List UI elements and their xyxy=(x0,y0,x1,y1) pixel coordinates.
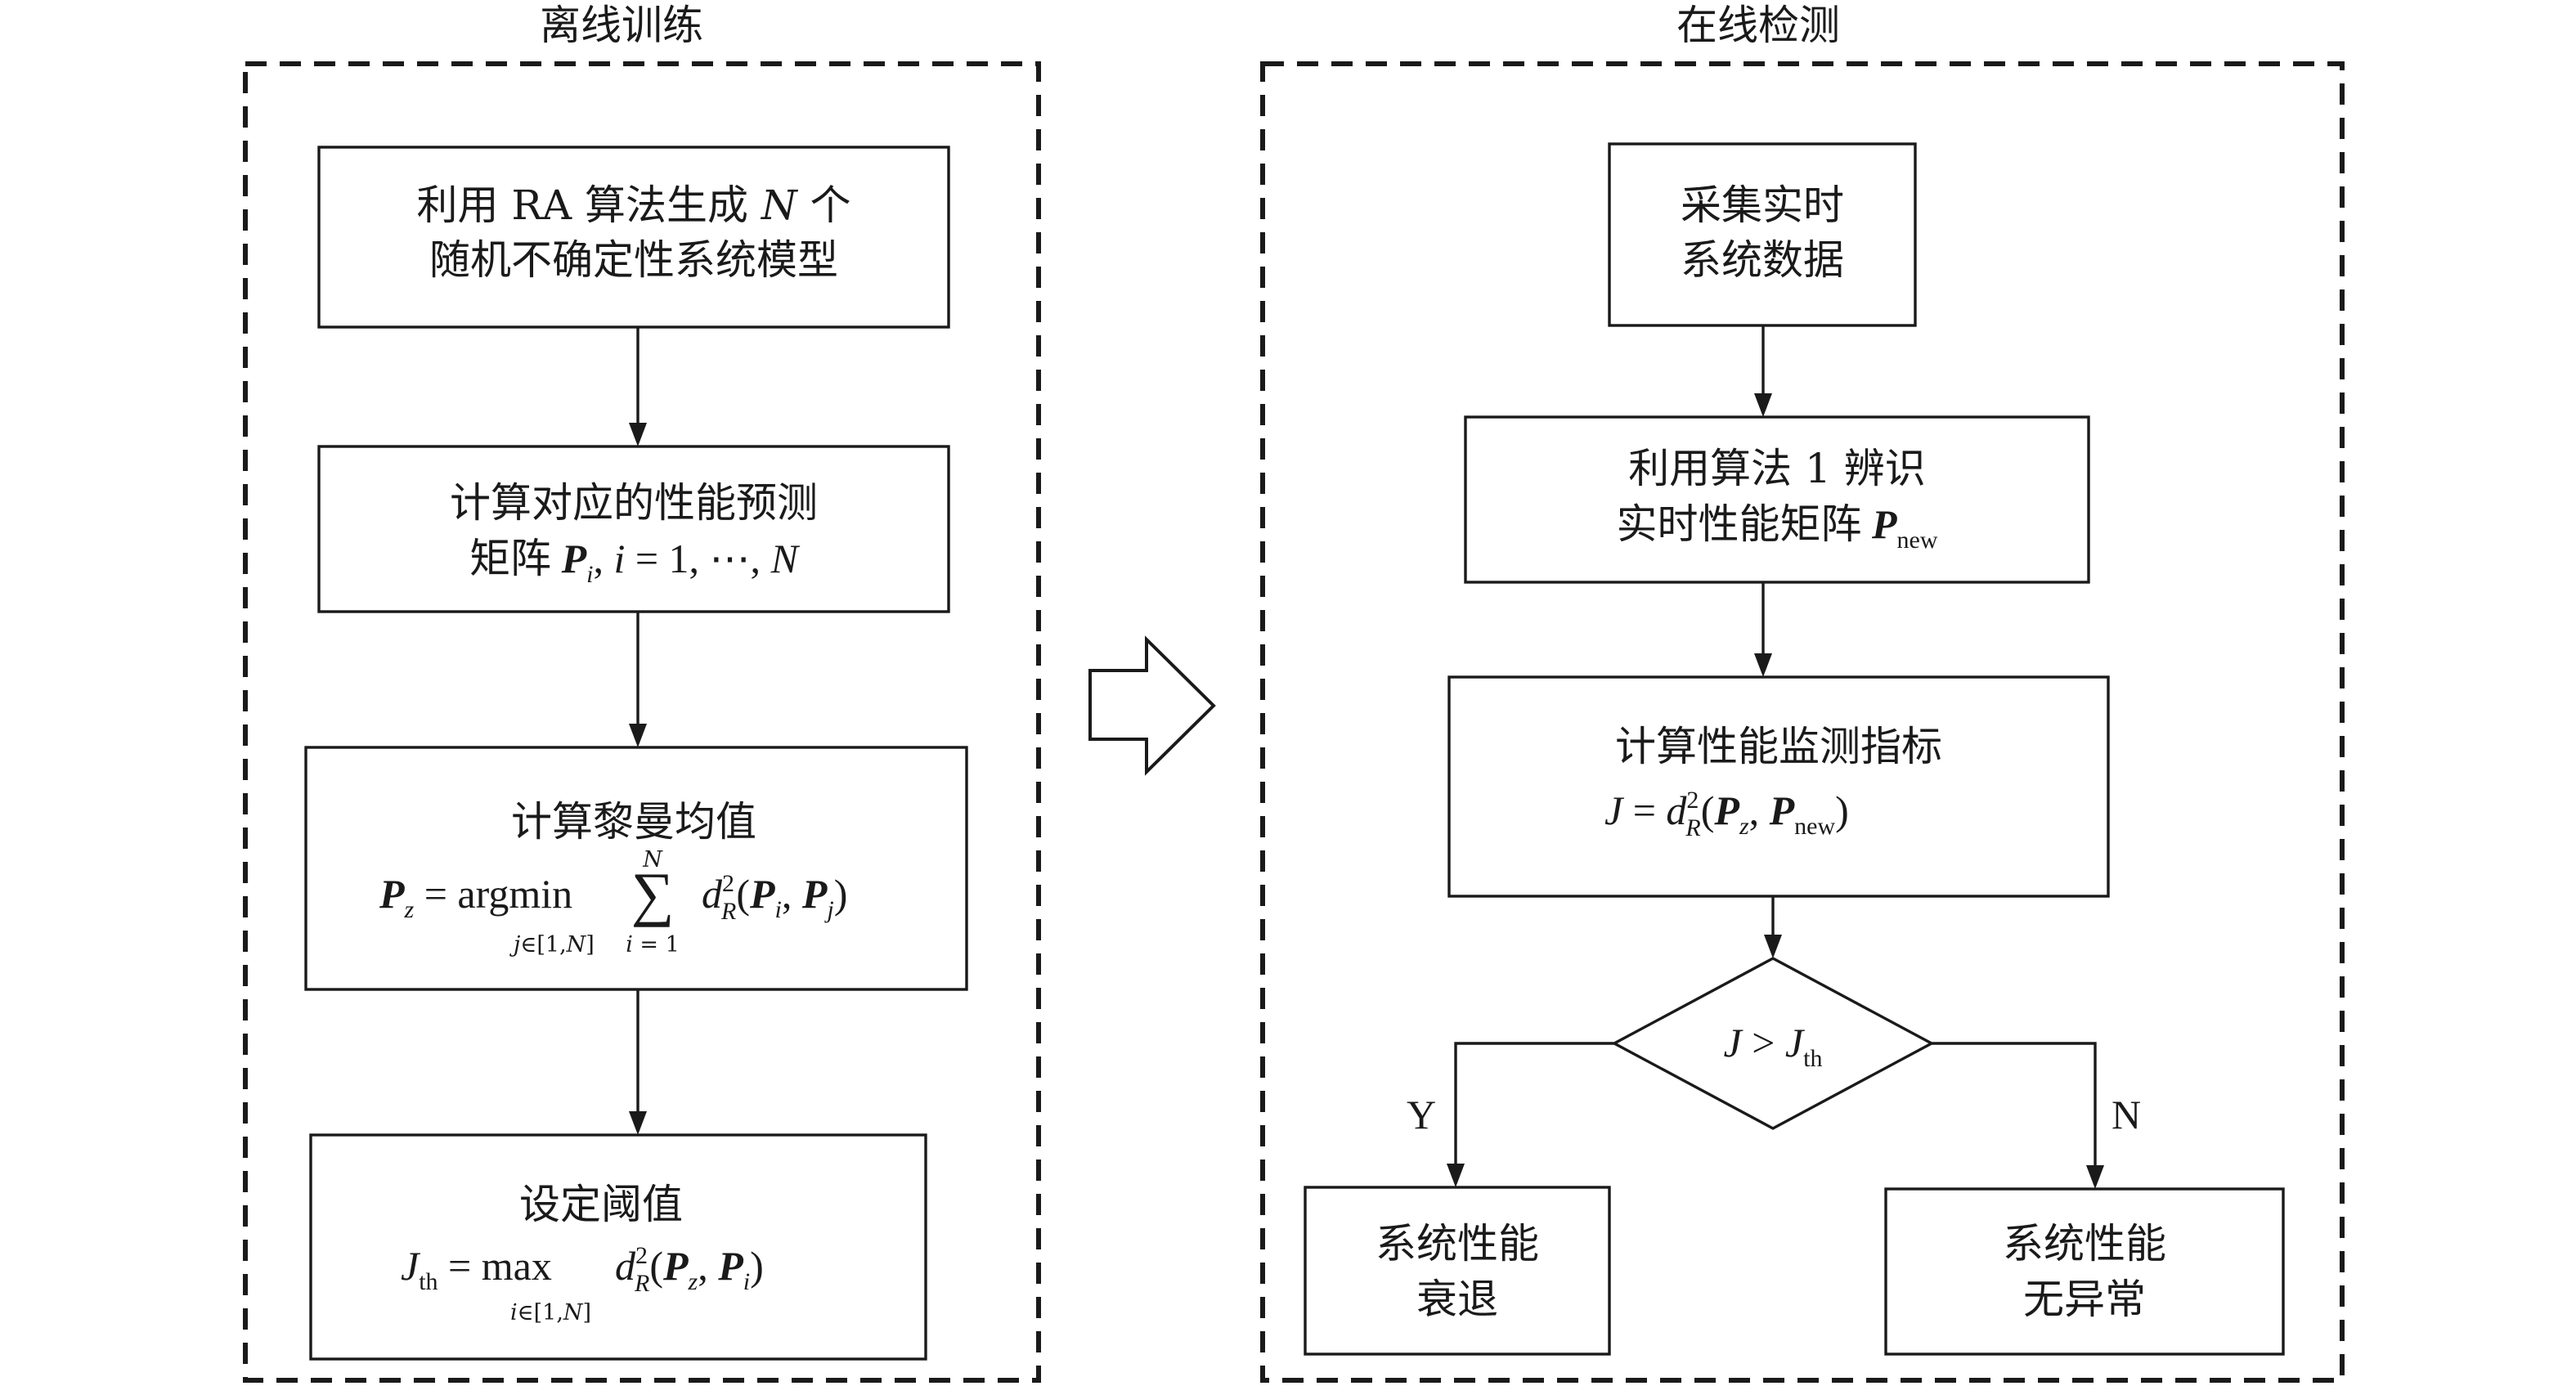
svg-text:Jth = max: Jth = max xyxy=(401,1243,552,1295)
svg-text:d2R(Pi, Pj): d2R(Pi, Pj) xyxy=(702,870,847,925)
online-decision-diamond: J > Jth xyxy=(1611,957,1935,1130)
no-label: N xyxy=(2112,1092,2141,1137)
yes-label: Y xyxy=(1407,1092,1436,1137)
svg-text:Pz = argmin: Pz = argmin xyxy=(379,871,572,923)
offline-step3-line1: 计算黎曼均值 xyxy=(511,798,756,846)
offline-section: 离线训练 利用 RA 算法生成 N 个 随机不确定性系统模型 计算对应的性能预测… xyxy=(243,2,1041,1383)
offline-step4-line1: 设定阈值 xyxy=(519,1181,683,1228)
offline-title: 离线训练 xyxy=(540,2,703,49)
online-step1-line2: 系统数据 xyxy=(1681,236,1844,284)
yes-result-line2: 衰退 xyxy=(1416,1276,1498,1323)
no-result-line2: 无异常 xyxy=(2023,1276,2146,1323)
offline-step-generate-models: 利用 RA 算法生成 N 个 随机不确定性系统模型 xyxy=(317,146,950,329)
arrowhead-offline-1-2 xyxy=(629,423,647,446)
online-title: 在线检测 xyxy=(1676,2,1840,49)
online-step2-line2: 实时性能矩阵 Pnew xyxy=(1616,501,1937,554)
online-step2-line1: 利用算法 1 辨识 xyxy=(1628,445,1926,492)
svg-text:∑: ∑ xyxy=(631,861,675,928)
svg-text:j∈[1,N]: j∈[1,N] xyxy=(509,932,595,958)
arrowhead-offline-2-3 xyxy=(629,724,647,747)
offline-step1-line2: 随机不确定性系统模型 xyxy=(429,236,838,284)
offline-dashed-frame xyxy=(243,61,1041,1383)
arrowhead-no-branch xyxy=(2086,1165,2104,1189)
transition-arrow xyxy=(1088,635,1216,776)
online-dashed-frame xyxy=(1260,61,2345,1383)
online-step3-line1: 计算性能监测指标 xyxy=(1615,723,1942,770)
offline-step1-line1: 利用 RA 算法生成 N 个 xyxy=(416,182,850,229)
arrowhead-offline-3-4 xyxy=(629,1111,647,1135)
no-result-line1: 系统性能 xyxy=(2003,1220,2166,1267)
online-step1-line1: 采集实时 xyxy=(1681,182,1844,229)
arrowhead-yes-branch xyxy=(1447,1164,1465,1187)
result-performance-normal: 系统性能 无异常 xyxy=(1884,1187,2285,1356)
svg-text:i∈[1,N]: i∈[1,N] xyxy=(510,1300,591,1325)
offline-step2-line1: 计算对应的性能预测 xyxy=(450,479,818,527)
online-section: 在线检测 采集实时 系统数据 利用算法 1 辨识 实时性能矩阵 Pnew 计算性… xyxy=(1260,2,2345,1383)
result-performance-degraded: 系统性能 衰退 xyxy=(1304,1186,1611,1356)
svg-text:i = 1: i = 1 xyxy=(626,932,680,958)
arrowhead-online-2-3 xyxy=(1754,653,1772,677)
offline-step2-line2: 矩阵 Pi, i = 1, ⋯, N xyxy=(469,536,801,588)
svg-text:N: N xyxy=(642,847,663,872)
offline-step-prediction-matrices: 计算对应的性能预测 矩阵 Pi, i = 1, ⋯, N xyxy=(317,445,950,613)
arrow-no-branch xyxy=(1932,1042,2097,1168)
svg-text:d2R(Pz, Pi): d2R(Pz, Pi) xyxy=(615,1242,764,1297)
arrow-yes-branch xyxy=(1454,1042,1614,1166)
online-step-identify-matrix: 利用算法 1 辨识 实时性能矩阵 Pnew xyxy=(1464,415,2090,584)
yes-result-line1: 系统性能 xyxy=(1376,1220,1539,1267)
arrowhead-online-3-decision xyxy=(1764,935,1782,958)
online-step-collect-data: 采集实时 系统数据 xyxy=(1608,142,1917,327)
arrowhead-online-1-2 xyxy=(1754,393,1772,417)
